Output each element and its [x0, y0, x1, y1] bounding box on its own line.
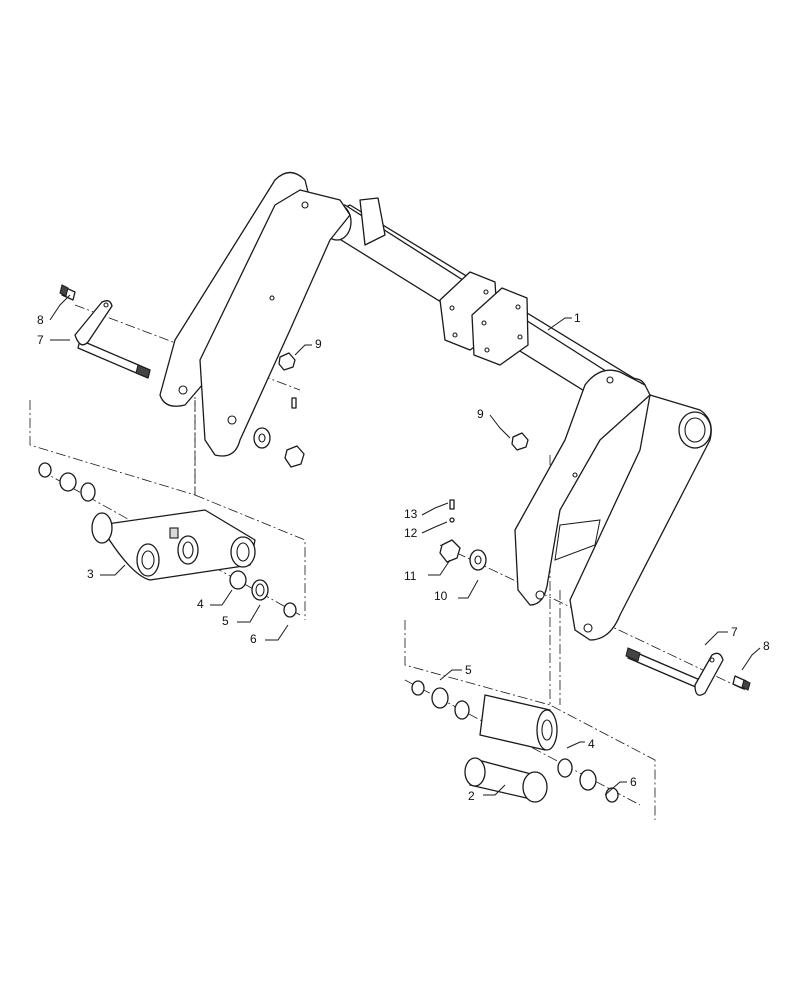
callout-11: 11 — [404, 569, 417, 583]
callout-10: 10 — [434, 589, 448, 603]
callouts: 1 2 3 4 4 5 5 6 6 7 7 8 8 9 9 10 11 12 1… — [37, 311, 770, 803]
callout-9-left: 9 — [315, 337, 322, 351]
main-loader-frame — [159, 171, 712, 641]
callout-6-left: 6 — [250, 632, 257, 646]
callout-6-right: 6 — [630, 775, 637, 789]
nuts — [278, 352, 529, 451]
callout-1: 1 — [574, 311, 581, 325]
callout-5-left: 5 — [222, 614, 229, 628]
right-fittings — [439, 499, 487, 571]
callout-13: 13 — [404, 507, 418, 521]
callout-9-right: 9 — [477, 407, 484, 421]
callout-2: 2 — [468, 789, 475, 803]
leader-lines — [49, 294, 761, 796]
left-cylinder-assembly — [38, 462, 297, 618]
callout-12: 12 — [404, 526, 418, 540]
callout-5-right: 5 — [465, 663, 472, 677]
callout-7-left: 7 — [37, 333, 44, 347]
right-cylinder-assembly — [411, 680, 619, 803]
callout-4-left: 4 — [197, 597, 204, 611]
callout-8-right: 8 — [763, 639, 770, 653]
callout-3: 3 — [87, 567, 94, 581]
right-pin-assembly — [625, 647, 751, 696]
left-pin-assembly — [59, 284, 151, 379]
callout-8-left: 8 — [37, 313, 44, 327]
callout-4-right: 4 — [588, 737, 595, 751]
left-fittings — [253, 397, 305, 468]
callout-7-right: 7 — [731, 625, 738, 639]
